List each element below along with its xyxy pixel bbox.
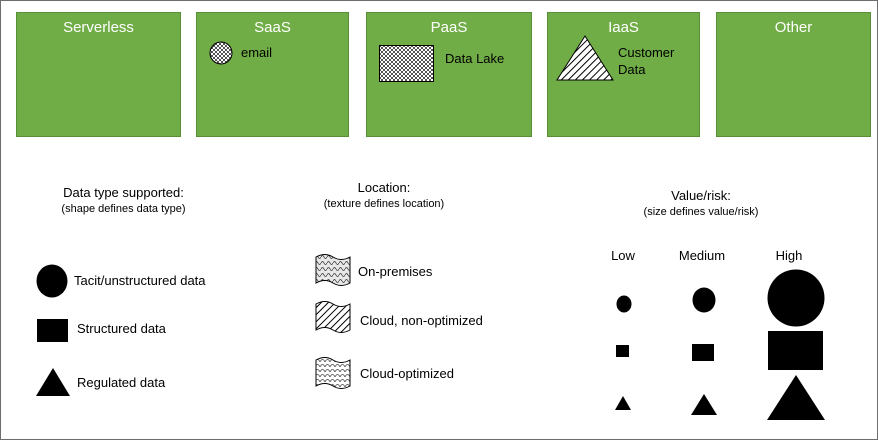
legend-value-risk-title: Value/risk:: [671, 188, 731, 203]
category-saas: SaaS email: [196, 12, 349, 137]
cloud-non-optimized-texture-icon: [315, 301, 351, 333]
email-circle-icon: [209, 41, 233, 65]
saas-item-label: email: [241, 45, 273, 60]
legend-location-title: Location:: [357, 180, 411, 195]
legend-location-subtitle: (texture defines location): [323, 198, 445, 210]
medium-circle-icon: [692, 287, 716, 313]
category-iaas: IaaS Customer Data: [547, 12, 700, 137]
category-paas: PaaS Data Lake: [366, 12, 532, 137]
legend-data-type-item: Regulated data: [77, 375, 166, 390]
category-title: PaaS: [430, 19, 468, 36]
category-title: SaaS: [254, 19, 291, 36]
iaas-item-label: Customer Data: [618, 45, 675, 77]
data-lake-rect-icon: [379, 45, 434, 82]
legend-location-item: Cloud-optimized: [360, 366, 454, 381]
legend-data-type-subtitle: (shape defines data type): [61, 203, 186, 215]
category-title: Other: [774, 19, 813, 36]
category-serverless: Serverless: [16, 12, 181, 137]
value-level-high: High: [775, 248, 803, 263]
legend-value-risk-subtitle: (size defines value/risk): [643, 206, 759, 218]
legend-data-type-item: Tacit/unstructured data: [74, 273, 206, 288]
tacit-circle-icon: [36, 264, 68, 298]
category-title: IaaS: [608, 19, 639, 36]
structured-square-icon: [37, 319, 68, 342]
low-square-icon: [616, 345, 629, 357]
category-other: Other: [716, 12, 871, 137]
legend-data-type-title: Data type supported:: [63, 185, 184, 200]
low-triangle-icon: [615, 396, 631, 410]
high-circle-icon: [767, 269, 825, 327]
value-level-medium: Medium: [678, 248, 726, 263]
legend-location-item: On-premises: [358, 264, 433, 279]
legend-location-item: Cloud, non-optimized: [360, 313, 483, 328]
customer-data-triangle-icon: [556, 35, 614, 81]
category-title: Serverless: [63, 19, 134, 36]
cloud-optimized-texture-icon: [315, 357, 351, 389]
paas-item-label: Data Lake: [445, 51, 505, 66]
regulated-triangle-icon: [36, 368, 70, 396]
high-square-icon: [768, 331, 823, 370]
high-triangle-icon: [767, 375, 825, 420]
medium-triangle-icon: [691, 394, 717, 415]
legend-data-type-item: Structured data: [77, 321, 166, 336]
on-premises-texture-icon: [315, 254, 351, 286]
medium-square-icon: [692, 344, 714, 361]
value-level-low: Low: [611, 248, 635, 263]
low-circle-icon: [616, 295, 632, 313]
